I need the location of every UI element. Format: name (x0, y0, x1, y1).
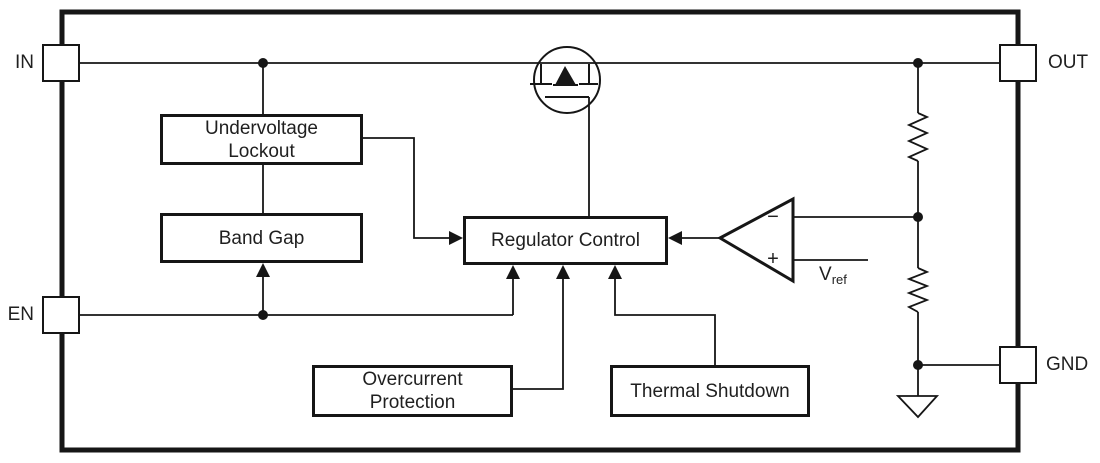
arrowhead-ocp-into-regulator (556, 265, 570, 279)
block-regulator-control: Regulator Control (463, 216, 668, 265)
junction-dot (913, 58, 923, 68)
block-undervoltage-lockout: Undervoltage Lockout (160, 114, 363, 165)
vref-subscript: ref (831, 272, 847, 287)
block-label: Undervoltage (204, 117, 319, 139)
junction-dot (913, 360, 923, 370)
arrowheads (256, 231, 682, 279)
junction-dot (258, 58, 268, 68)
wire-uvlo-to-regulator (363, 137, 450, 239)
block-label: Overcurrent (362, 369, 463, 390)
feedback-resistor-top-icon (906, 112, 930, 162)
block-label: Thermal Shutdown (630, 380, 790, 402)
block-band-gap: Band Gap (160, 213, 363, 263)
ground-icon (895, 395, 940, 419)
arrowhead-into-regulator-left (449, 231, 463, 245)
mosfet-internals-icon (530, 64, 598, 98)
block-label: Lockout (228, 140, 295, 162)
pin-square-gnd (999, 346, 1037, 384)
vref-symbol: V (819, 264, 832, 285)
pin-label-en: EN (7, 304, 34, 325)
arrowhead-en-into-regulator (506, 265, 520, 279)
arrowhead-into-regulator-right (668, 231, 682, 245)
pin-square-in (42, 44, 80, 82)
error-amplifier-icon (716, 196, 795, 284)
feedback-resistors (906, 112, 930, 313)
junction-dots (258, 58, 923, 370)
pin-label-gnd: GND (1046, 354, 1089, 375)
block-label: Protection (369, 392, 456, 413)
block-label: Regulator Control (491, 230, 640, 251)
wire-thermal-to-regulator (614, 279, 716, 365)
pin-square-en (42, 296, 80, 334)
amplifier-plus-sign: + (767, 248, 779, 270)
block-thermal-shutdown: Thermal Shutdown (610, 365, 810, 417)
block-label: Band Gap (218, 227, 305, 249)
arrowhead-thermal-into-regulator (608, 265, 622, 279)
pin-label-in: IN (15, 52, 34, 73)
wire-ocp-to-regulator (513, 279, 564, 390)
pin-label-out: OUT (1048, 52, 1089, 73)
chip-boundary (59, 9, 1021, 453)
vref-label: Vref (819, 265, 847, 290)
arrowhead-en-into-bandgap (256, 263, 270, 277)
pin-square-out (999, 44, 1037, 82)
junction-dot (258, 310, 268, 320)
block-overcurrent-protection: Overcurrent Protection (312, 365, 513, 417)
feedback-resistor-bottom-icon (906, 267, 930, 313)
junction-dot (913, 212, 923, 222)
amplifier-minus-sign: − (767, 206, 779, 228)
